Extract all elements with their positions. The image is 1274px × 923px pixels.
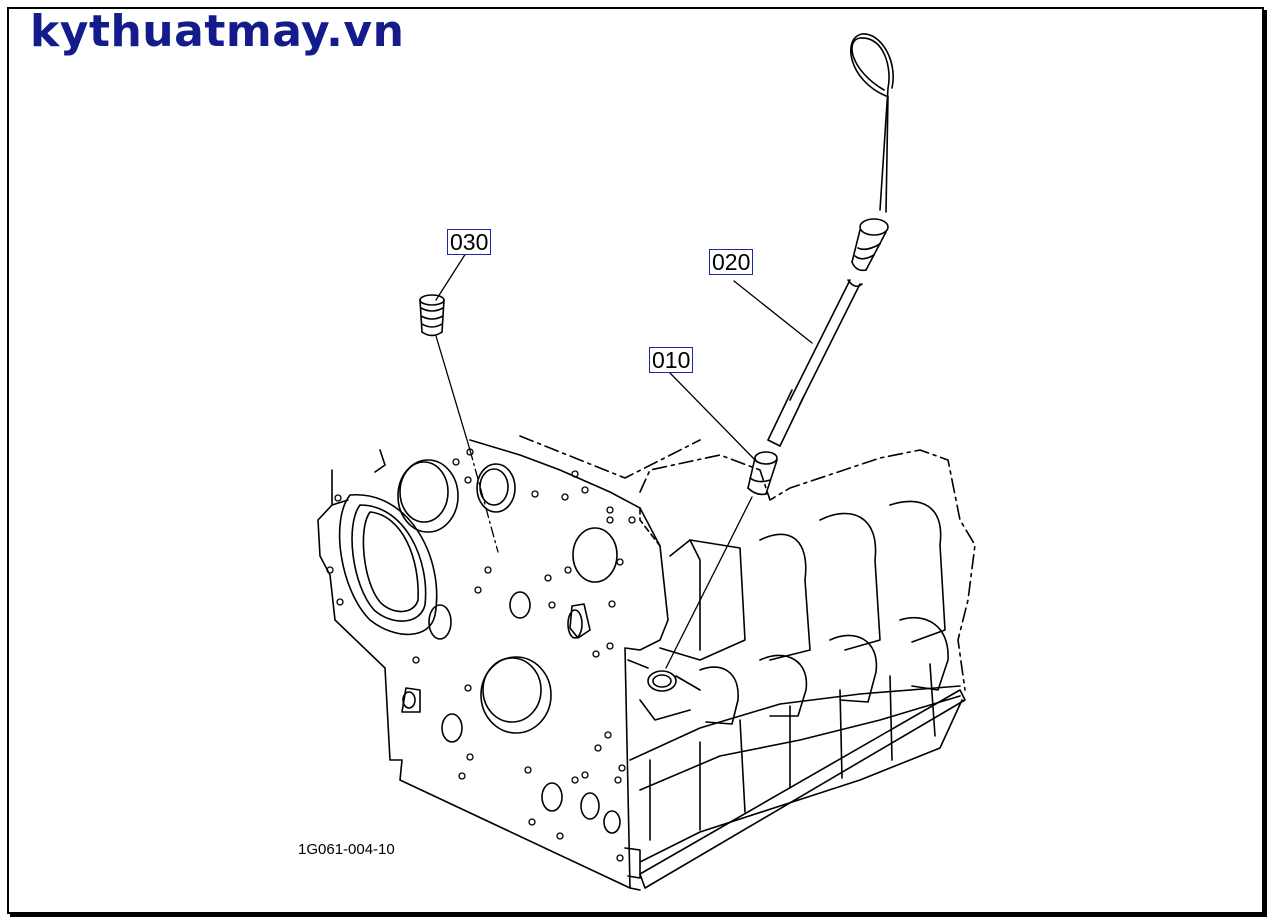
leader-lines — [435, 252, 813, 669]
drawing-reference-code: 1G061-004-10 — [298, 841, 395, 858]
dipstick-guide-part — [747, 451, 778, 496]
oil-plug-part — [419, 294, 445, 337]
part-callout-020: 020 — [709, 249, 754, 275]
site-watermark: kythuatmay.vn — [30, 6, 405, 57]
part-callout-010: 010 — [649, 347, 694, 373]
part-callout-030: 030 — [447, 229, 492, 255]
engine-block — [317, 435, 976, 891]
diagram-frame — [7, 7, 1264, 914]
dipstick-part — [767, 33, 894, 447]
